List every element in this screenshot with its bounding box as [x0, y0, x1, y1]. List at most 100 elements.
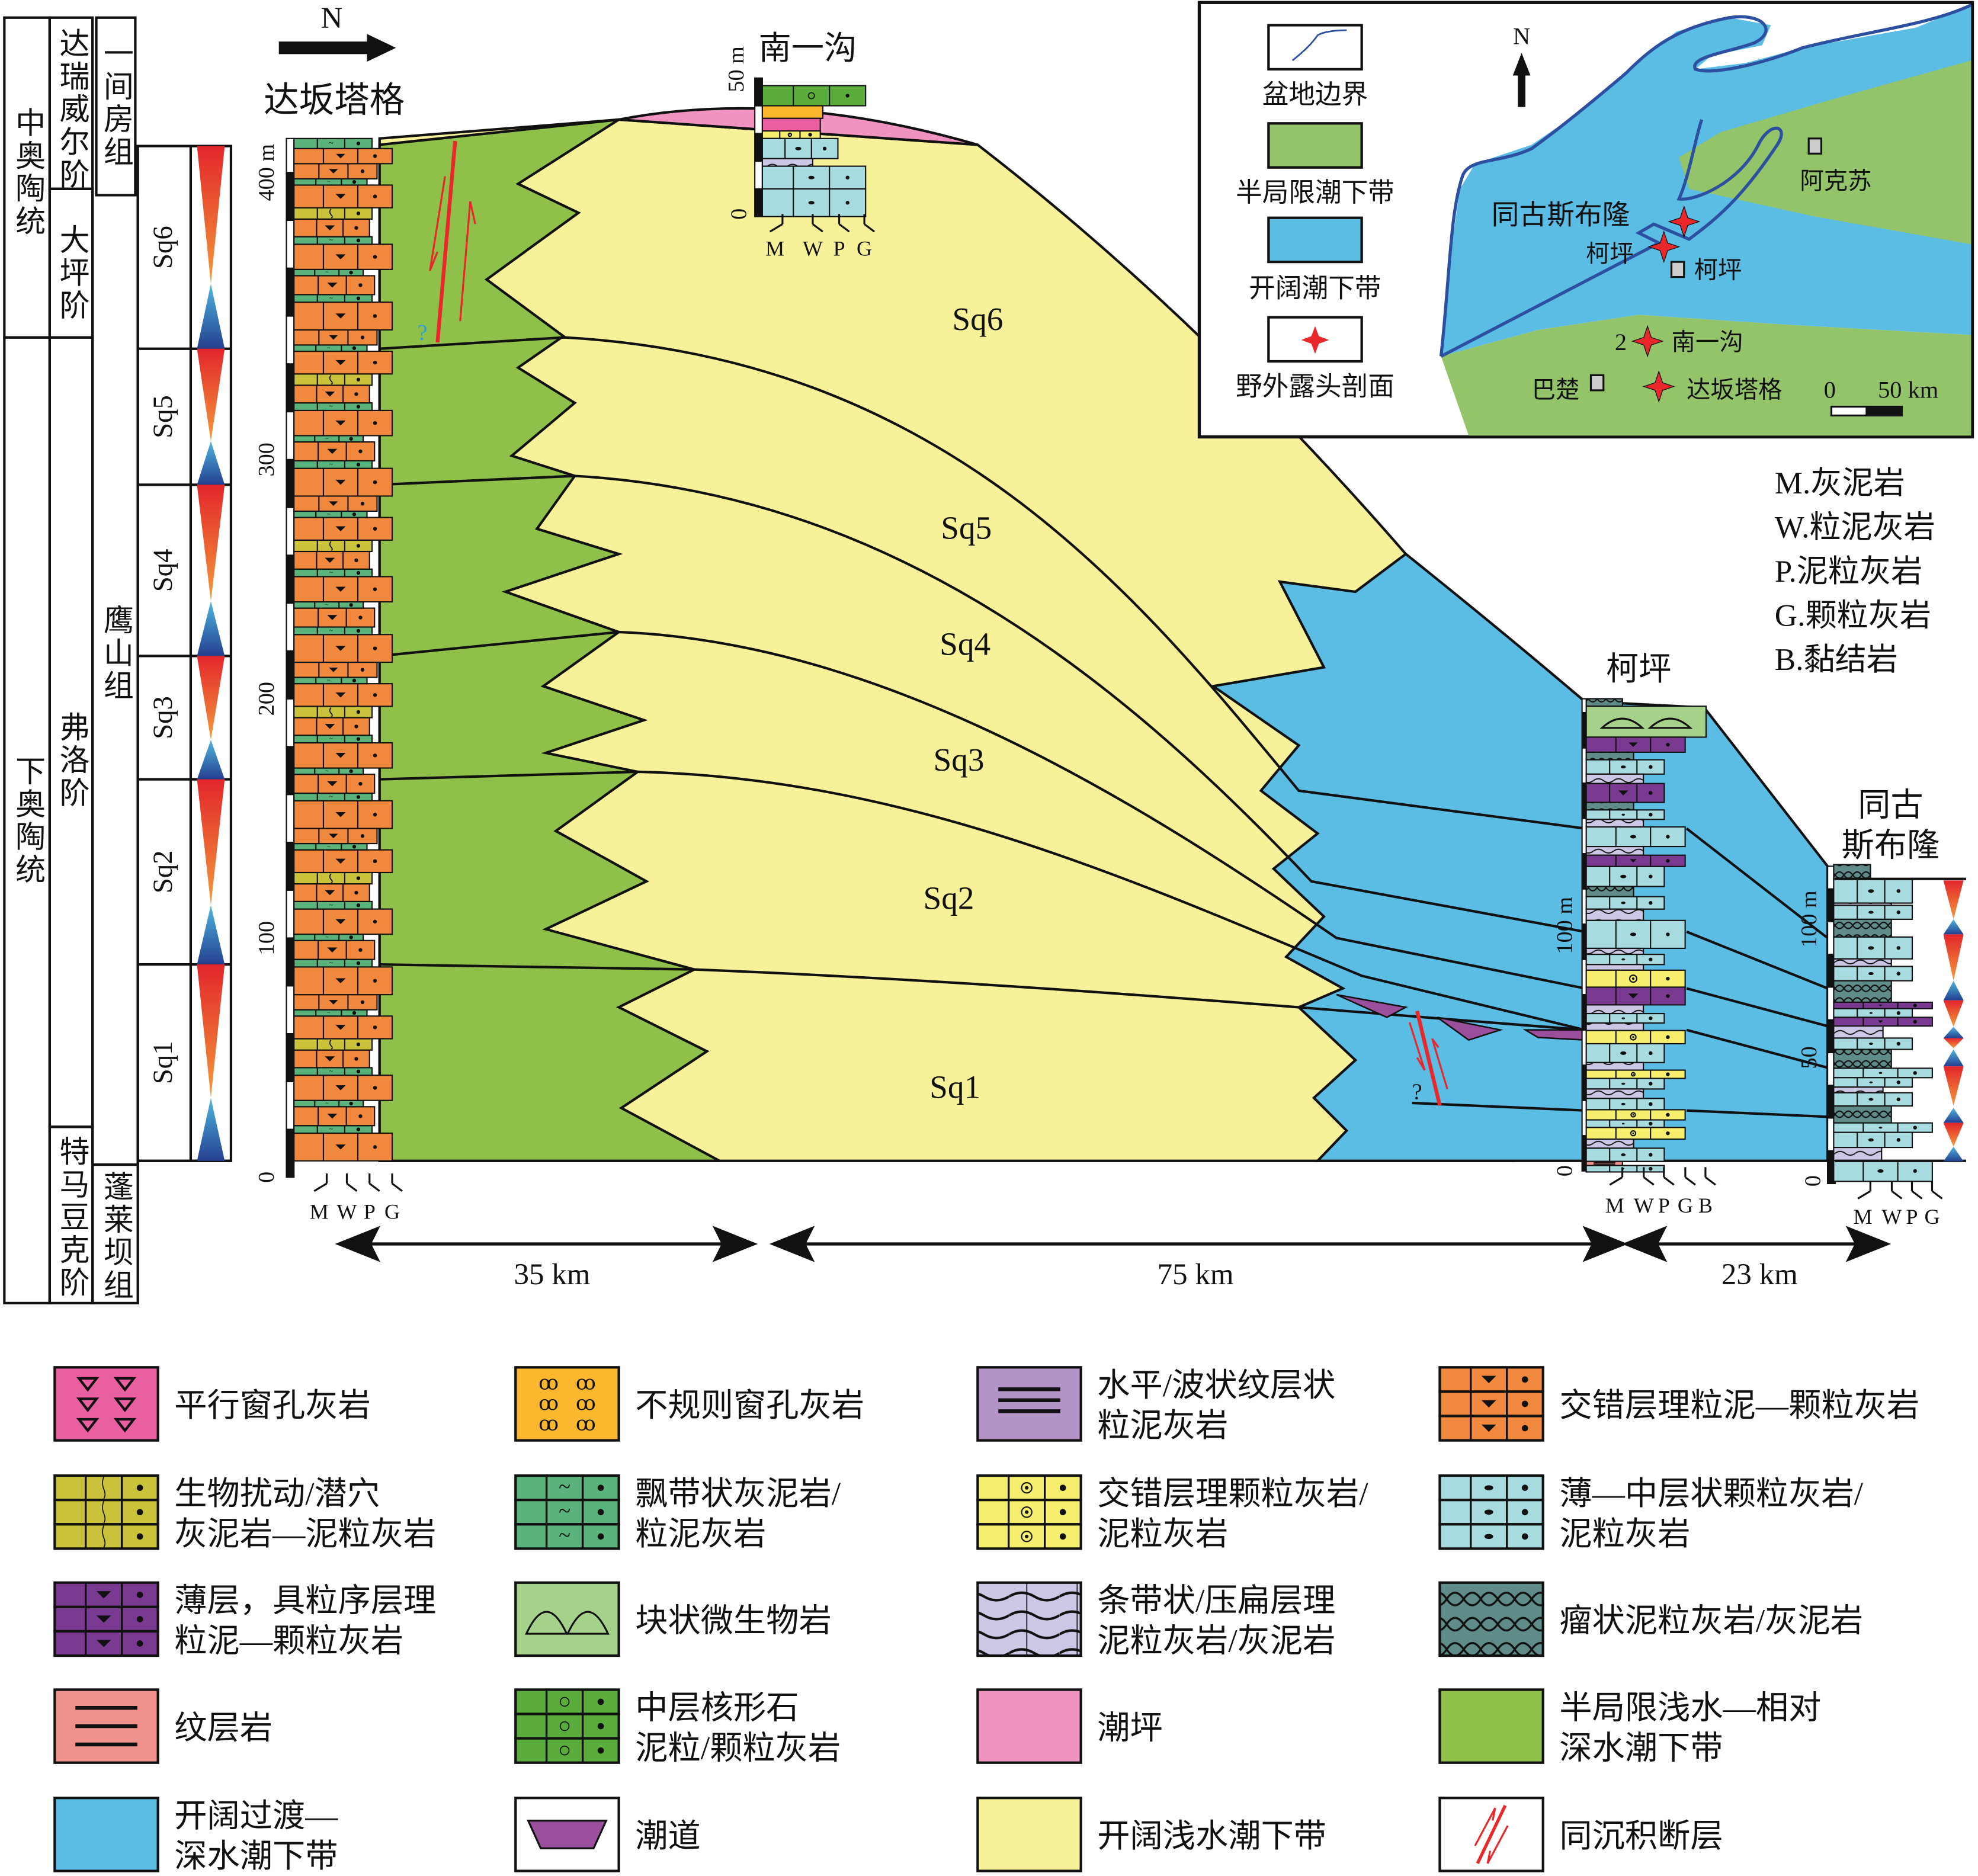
legend-swatch-basin-boundary — [1267, 24, 1363, 71]
legend-label: 粒泥灰岩 — [1097, 1407, 1228, 1444]
lithology-layer — [293, 207, 373, 220]
lithology-layer — [1585, 1013, 1665, 1024]
tonggu-cycle-triangles — [1943, 880, 1964, 1162]
map-place-bachu: 巴楚 — [1532, 377, 1580, 403]
legend-item-tidal-channel: 潮道 — [514, 1797, 701, 1872]
lithology-layer — [1585, 1119, 1665, 1128]
svg-text:ꝏ: ꝏ — [576, 1393, 596, 1415]
lithology-layer — [1833, 1160, 1933, 1182]
star-nanyigou-icon — [1631, 325, 1664, 358]
lithology-layer — [293, 329, 378, 346]
texture-axis-label: P — [1658, 1194, 1670, 1217]
abbrev-b: B.黏结岩 — [1775, 643, 1898, 677]
svg-text:~: ~ — [329, 237, 333, 244]
texture-abbreviations: M.灰泥岩 W.粒泥灰岩 P.泥粒灰岩 G.颗粒灰岩 B.黏结岩 — [1775, 466, 1935, 677]
dabantage-scale-400: 400 m — [254, 144, 279, 201]
texture-axis-label: B — [1698, 1194, 1713, 1217]
lithology-layer — [514, 1581, 620, 1657]
legend-label: 生物扰动/潜穴 — [174, 1476, 380, 1512]
texture-axis-label: P — [833, 236, 845, 260]
lithology-layer — [1833, 1077, 1913, 1088]
legend-label: 泥粒灰岩 — [1559, 1516, 1690, 1552]
map-place-nanyigou: 南一沟 — [1672, 329, 1743, 355]
texture-axis-label: W — [803, 236, 823, 260]
column-tonggusibulong — [1827, 864, 1966, 1185]
legend-item-tidal-flat: 潮坪 — [976, 1688, 1163, 1764]
lithology-layer — [1585, 783, 1665, 803]
regressive-triangle — [197, 740, 225, 780]
column-keping — [1581, 698, 1707, 1173]
north-arrow-icon — [278, 34, 396, 62]
lithology-layer — [761, 137, 839, 159]
lithology-layer — [1833, 1037, 1913, 1050]
svg-text:~: ~ — [327, 677, 330, 684]
svg-text:~: ~ — [559, 1474, 570, 1498]
regressive-triangle — [1943, 1027, 1964, 1038]
formation-label-yingshan: 鹰山组 — [98, 604, 133, 703]
lithology-layer — [293, 939, 376, 960]
svg-text:~: ~ — [329, 960, 333, 967]
lithology-layer — [514, 1737, 620, 1764]
sequence-row-label: Sq1 — [148, 1041, 178, 1085]
map-basin-boundary — [1439, 4, 1972, 358]
lithology-layer — [1585, 1147, 1665, 1162]
lithology-layer — [1833, 1122, 1933, 1133]
svg-text:~: ~ — [327, 179, 330, 185]
transgressive-triangle — [1943, 1000, 1964, 1027]
map-legend-label: 盆地边界 — [1262, 79, 1368, 109]
lithology-layer: ~ — [293, 236, 373, 245]
lithology-layer — [1833, 936, 1913, 960]
svg-text:~: ~ — [329, 627, 333, 634]
transgressive-triangle — [197, 656, 225, 740]
texture-axis-label: W — [1881, 1205, 1902, 1229]
lithology-layer: ~ — [293, 294, 373, 303]
svg-text:~: ~ — [325, 934, 328, 941]
distance-dabantage-keping-segment1: 35 km — [514, 1258, 590, 1291]
lithology-layer — [1833, 1105, 1892, 1124]
lithology-layer — [293, 883, 370, 902]
legend-label: 潮道 — [635, 1818, 701, 1854]
transgressive-triangle — [197, 485, 225, 601]
tonggu-scale-0: 0 — [1800, 1175, 1825, 1186]
sequence-row-label: Sq2 — [148, 851, 178, 894]
stage-label-floian: 弗洛阶 — [55, 711, 89, 810]
svg-text:~: ~ — [327, 1010, 330, 1016]
lithology-layer — [293, 302, 393, 331]
lithology-layer — [1585, 845, 1644, 856]
lithology-layer — [293, 742, 393, 769]
lithology-layer — [53, 1474, 159, 1502]
lithology-layer — [1438, 1523, 1544, 1550]
lithology-layer: ~ — [293, 137, 373, 149]
lithology-layer — [514, 1713, 620, 1740]
lithology-layer — [1585, 986, 1686, 1006]
lithology-layer — [1585, 954, 1665, 966]
map-north-label: N — [1513, 23, 1530, 49]
map-place-keping-site: 柯坪 — [1586, 240, 1634, 267]
lithology-layer — [1833, 1131, 1913, 1149]
sequence-label-sq2: Sq2 — [923, 880, 974, 916]
sequence-label-sq4: Sq4 — [940, 626, 990, 662]
legend-label: 纹层岩 — [174, 1710, 273, 1746]
lithology-layer — [1833, 966, 1913, 982]
map-place-aksu: 阿克苏 — [1800, 168, 1871, 194]
lithology-layer — [53, 1688, 159, 1764]
map-scale-bar — [1830, 405, 1903, 417]
regressive-triangle — [1943, 1108, 1964, 1123]
map-legend-label: 半局限潮下带 — [1236, 178, 1394, 207]
stage-label-darriwilian: 达瑞威尔阶 — [55, 28, 89, 191]
lithology-layer — [293, 384, 370, 404]
legend-label: 薄—中层状颗粒灰岩/ — [1559, 1476, 1863, 1512]
svg-text:~: ~ — [325, 768, 328, 774]
red-star-icon — [1301, 326, 1329, 354]
lithology-layer — [1585, 854, 1686, 867]
map-north-arrow-icon — [1512, 53, 1531, 107]
lithology-layer — [1833, 1146, 1883, 1162]
lithology-layer — [1585, 759, 1665, 775]
texture-axis-label: W — [336, 1200, 357, 1223]
lithology-layer — [293, 441, 376, 461]
fenestral-parallel-swatch-icon — [53, 1366, 159, 1442]
